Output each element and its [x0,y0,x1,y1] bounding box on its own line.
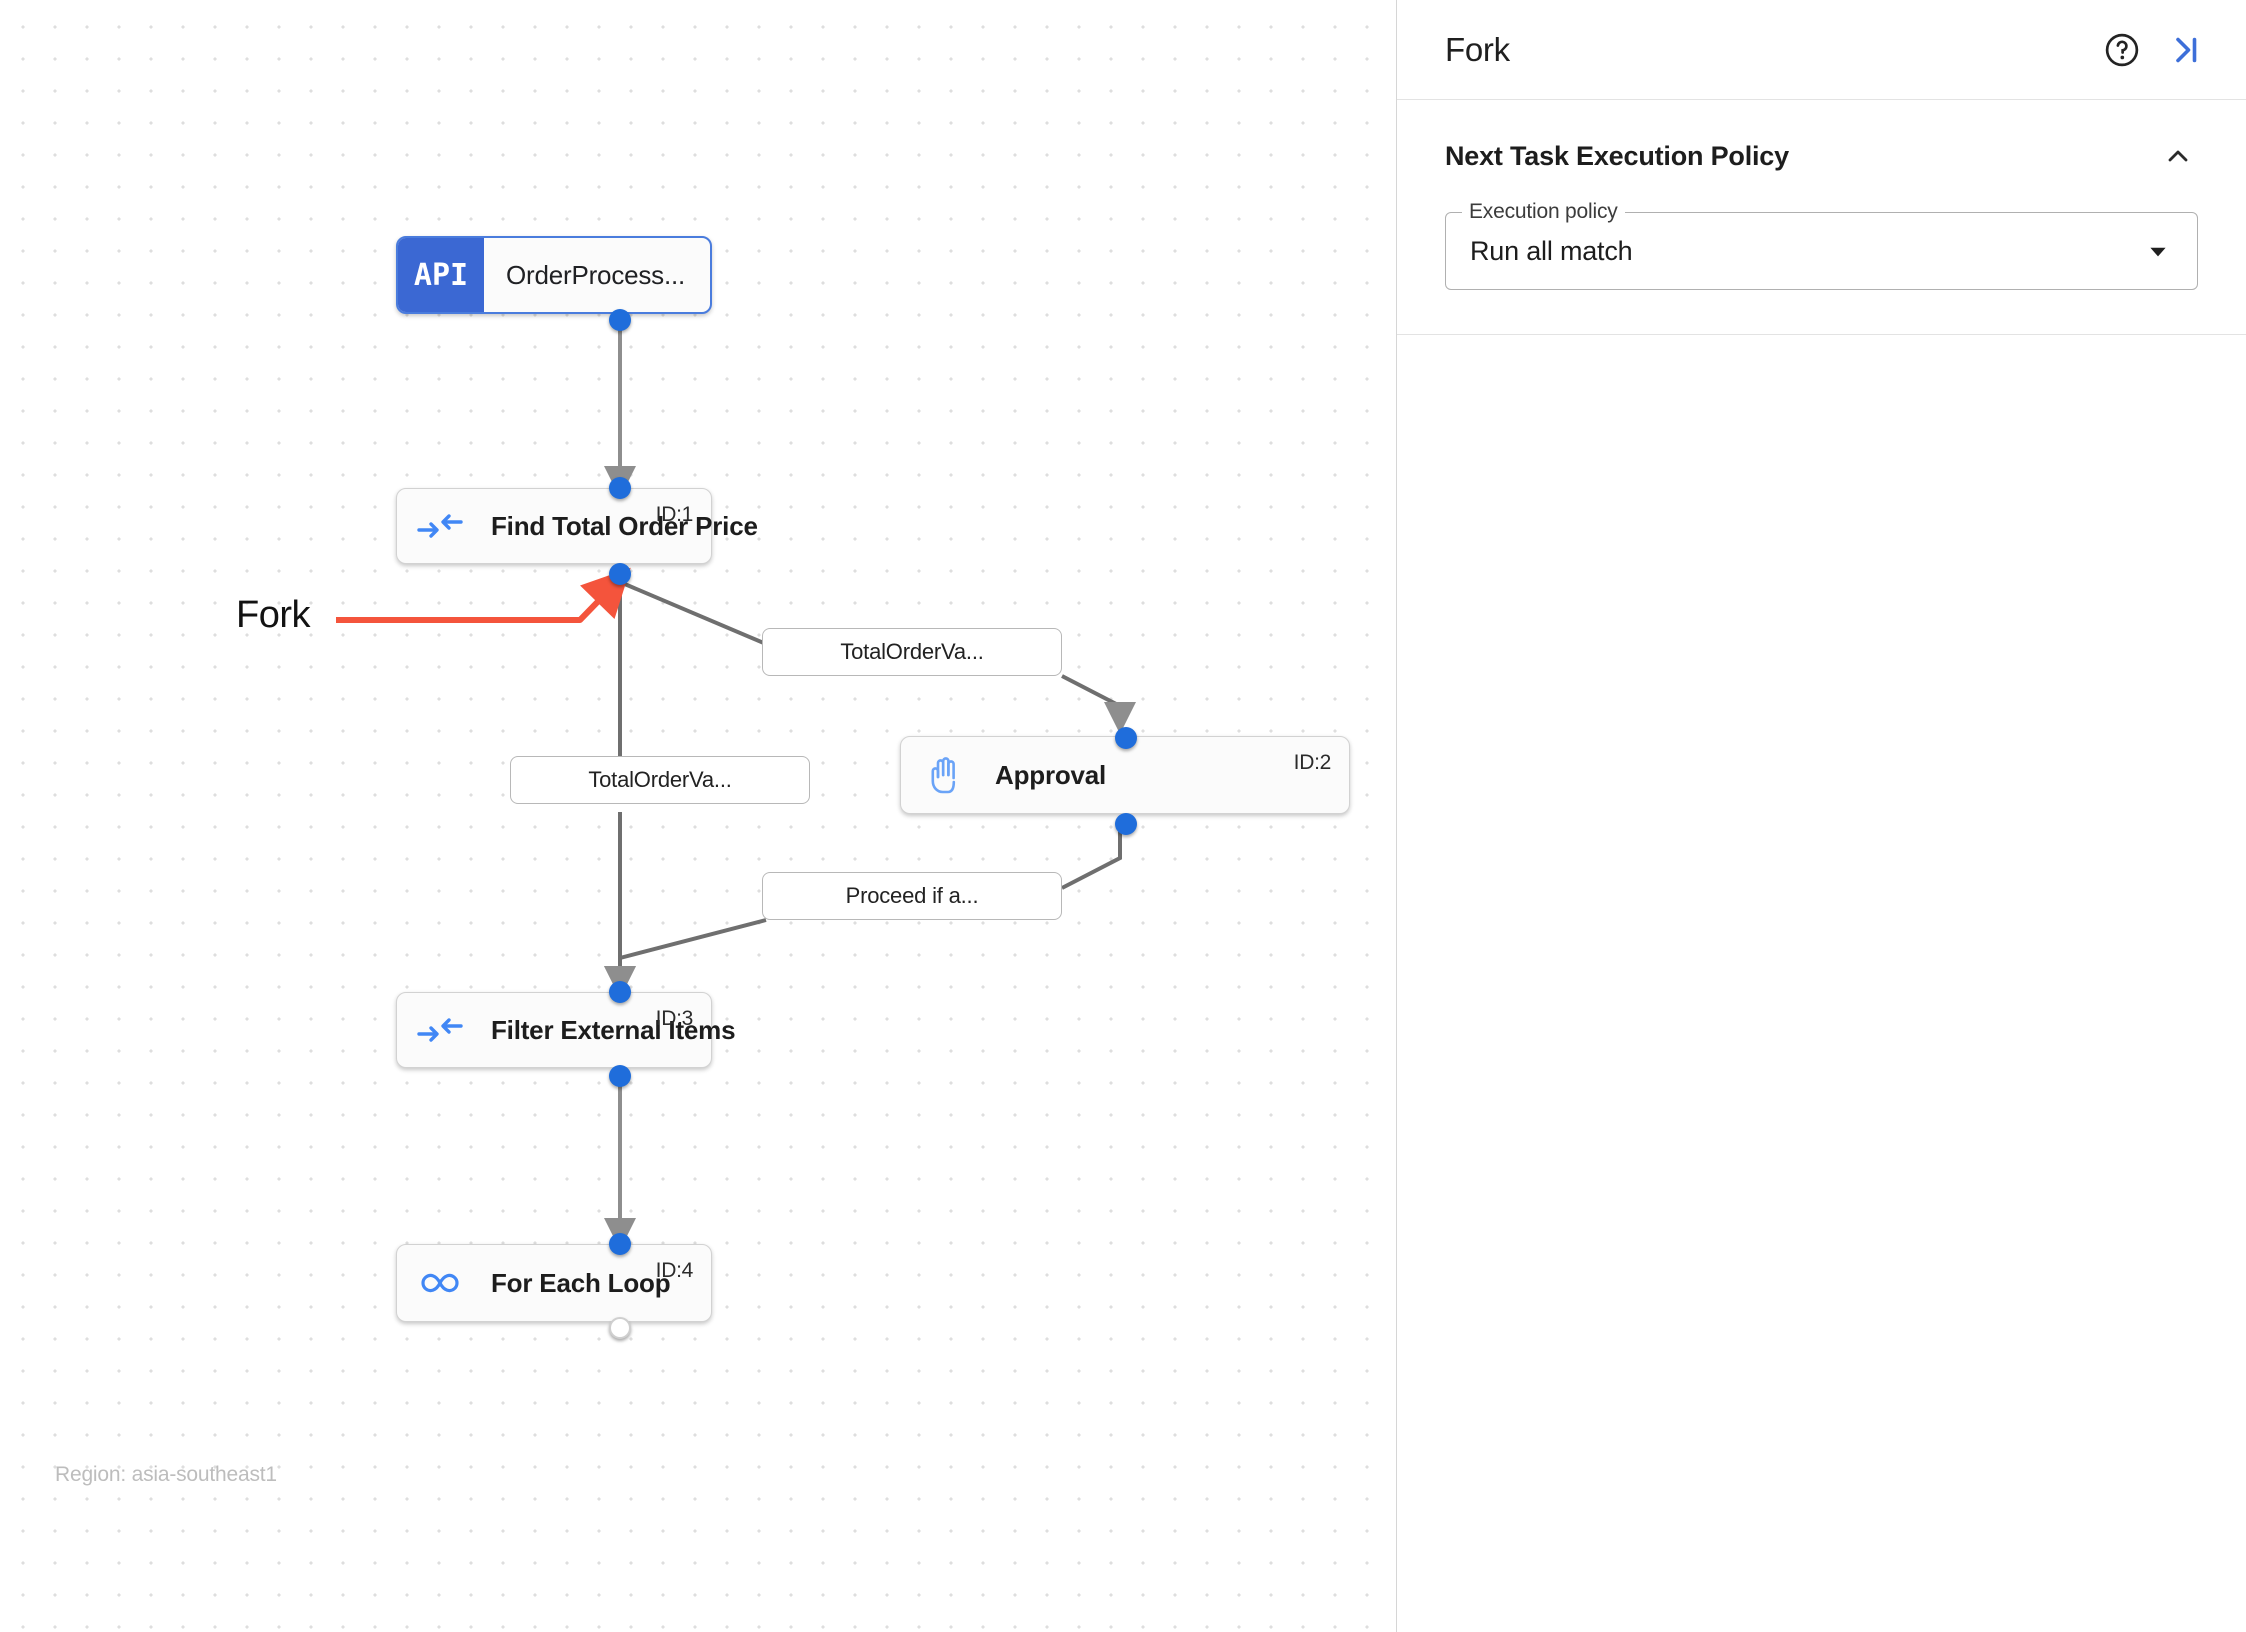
infinity-icon [397,1245,483,1321]
panel-title: Fork [1445,30,1510,68]
node-port-in-filter[interactable] [609,981,631,1003]
node-port-out-find-total[interactable] [609,563,631,585]
node-port-out-orderprocess[interactable] [609,309,631,331]
execution-policy-value: Run all match [1470,235,1633,266]
panel-header: Fork [1397,0,2246,100]
caret-down-icon[interactable] [2143,236,2173,266]
edge-label-approval-to-filter[interactable]: Proceed if a... [762,872,1062,920]
workflow-node-for-each-loop[interactable]: For Each Loop ID:4 [396,1244,712,1322]
help-circle-icon[interactable] [2096,24,2148,76]
node-id-badge: ID:3 [655,1007,694,1030]
node-id-badge: ID:2 [1293,751,1332,774]
api-icon: API [398,238,484,312]
node-port-out-foreach[interactable] [609,1317,631,1339]
node-port-out-filter[interactable] [609,1065,631,1087]
edge-label-fork-to-filter[interactable]: TotalOrderVa... [510,756,810,804]
node-port-in-approval[interactable] [1115,727,1137,749]
collapse-panel-icon[interactable] [2158,24,2210,76]
merge-arrows-icon [397,489,483,563]
section-title: Next Task Execution Policy [1445,140,1789,171]
hand-icon [901,737,987,813]
section-header[interactable]: Next Task Execution Policy [1445,136,2198,176]
annotation-label-fork: Fork [236,594,311,636]
node-title: Approval [995,759,1107,790]
node-port-in-foreach[interactable] [609,1233,631,1255]
properties-panel: Fork Next Task Execution Policy [1397,0,2246,1632]
node-title: Find Total Order Price [491,510,758,541]
node-title: OrderProcess... [506,259,686,290]
next-task-execution-policy-section: Next Task Execution Policy Execution pol… [1397,100,2246,335]
execution-policy-select[interactable]: Execution policy Run all match [1445,200,2198,290]
workflow-canvas[interactable]: Fork API OrderProcess... Find Total Orde… [0,0,1396,1632]
merge-arrows-icon [397,993,483,1067]
edge-label-fork-to-approval[interactable]: TotalOrderVa... [762,628,1062,676]
node-port-out-approval[interactable] [1115,813,1137,835]
canvas-panel-divider [1396,0,1397,1632]
node-id-badge: ID:4 [655,1259,694,1282]
workflow-node-find-total-order-price[interactable]: Find Total Order Price ID:1 [396,488,758,564]
node-id-badge: ID:1 [655,503,694,526]
region-label: Region: asia-southeast1 [55,1463,277,1486]
workflow-node-filter-external-items[interactable]: Filter External Items ID:3 [396,992,736,1068]
chevron-up-icon[interactable] [2158,136,2198,176]
execution-policy-label: Execution policy [1462,200,1625,224]
node-title: Filter External Items [491,1014,736,1045]
node-title: For Each Loop [491,1267,671,1298]
workflow-node-orderprocess[interactable]: API OrderProcess... [396,236,712,314]
workflow-node-approval[interactable]: Approval ID:2 [900,736,1350,814]
node-port-in-find-total[interactable] [609,477,631,499]
